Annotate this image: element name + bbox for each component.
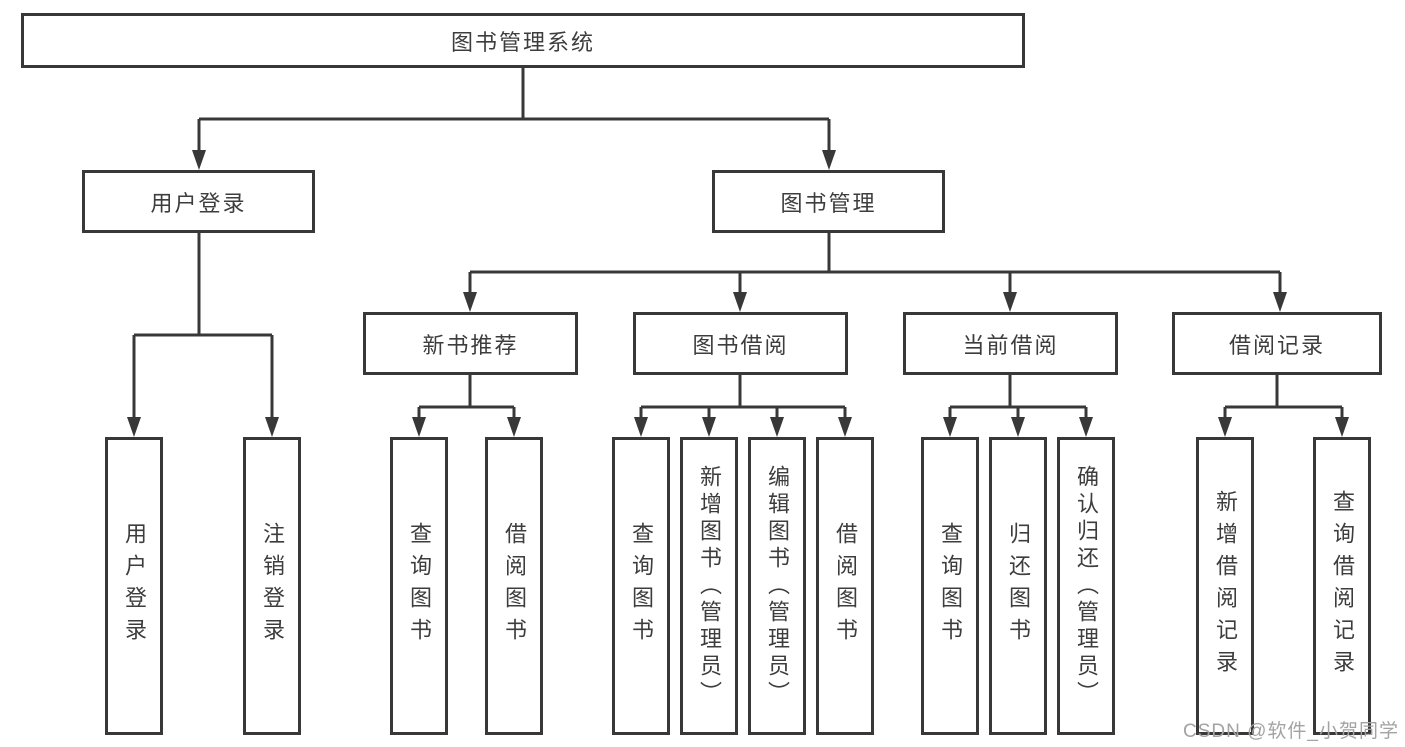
node-label: 图书管理 [780,190,877,216]
node-library-management-system: 图书管理系统 [21,13,1025,68]
leaf-confirm-return-admin: 确认归还（管理员） [1057,437,1115,735]
leaf-label: 确认归还（管理员） [1074,464,1099,708]
leaf-query-books-recommend: 查询图书 [390,437,448,735]
leaf-label: 用户登录 [122,522,147,650]
leaf-label: 查询图书 [938,522,963,650]
leaf-borrow-books: 借阅图书 [816,437,874,735]
leaf-label: 查询借阅记录 [1330,490,1355,682]
leaf-label: 查询图书 [407,522,432,650]
leaf-label: 借阅图书 [833,522,858,650]
node-label: 当前借阅 [962,332,1059,358]
leaf-label: 编辑图书（管理员） [765,464,790,708]
node-borrow-records: 借阅记录 [1172,312,1382,375]
leaf-label: 归还图书 [1006,522,1031,650]
node-new-book-recommend: 新书推荐 [363,312,578,375]
leaf-query-books-current: 查询图书 [921,437,979,735]
leaf-query-books-borrow: 查询图书 [612,437,670,735]
leaf-add-books-admin: 新增图书（管理员） [680,437,738,735]
node-user-login: 用户登录 [82,170,315,233]
leaf-label: 新增借阅记录 [1213,490,1238,682]
leaf-return-books: 归还图书 [989,437,1047,735]
arrowheads [127,150,1349,437]
node-label: 图书管理系统 [450,29,595,55]
node-book-borrowing: 图书借阅 [633,312,848,375]
node-label: 借阅记录 [1228,332,1325,358]
leaf-label: 借阅图书 [502,522,527,650]
leaf-logout: 注销登录 [243,437,301,735]
node-label: 图书借阅 [692,332,789,358]
leaf-borrow-books-recommend: 借阅图书 [485,437,543,735]
leaf-user-login: 用户登录 [105,437,163,735]
leaf-label: 查询图书 [629,522,654,650]
node-label: 用户登录 [150,190,247,216]
node-current-borrowing: 当前借阅 [903,312,1118,375]
leaf-query-borrow-record: 查询借阅记录 [1313,437,1371,735]
csdn-watermark: CSDN @软件_小贺同学 [1183,721,1399,742]
leaf-edit-books-admin: 编辑图书（管理员） [748,437,806,735]
leaf-label: 注销登录 [260,522,285,650]
leaf-add-borrow-record: 新增借阅记录 [1196,437,1254,735]
node-book-management: 图书管理 [712,170,945,233]
leaf-label: 新增图书（管理员） [697,464,722,708]
node-label: 新书推荐 [422,332,519,358]
